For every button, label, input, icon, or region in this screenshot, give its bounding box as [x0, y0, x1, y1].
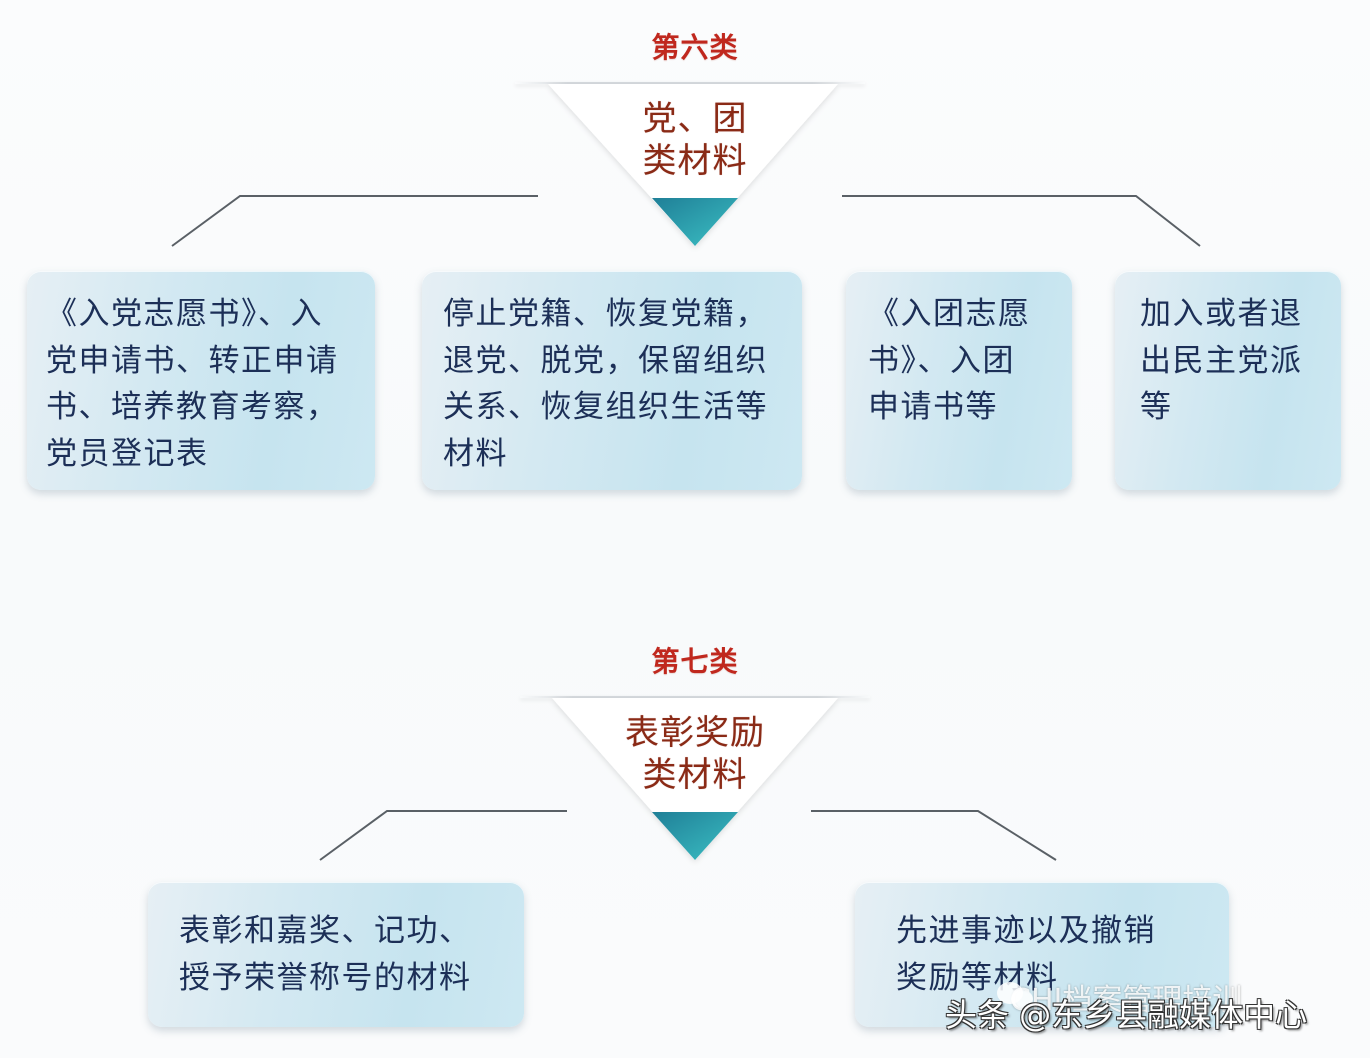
card-text: 《入团志愿 书》、入团 申请书等 [868, 296, 1031, 425]
watermark-text: 头条 @东乡县融媒体中心 [945, 996, 1308, 1034]
material-card: 先进事迹以及撤销 奖励等材料 [855, 882, 1229, 1027]
funnel-title-line: 类材料 [642, 141, 748, 181]
category-label: 第七类 [651, 645, 739, 678]
material-card: 停止党籍、恢复党籍， 退党、脱党，保留组织 关系、恢复组织生活等 材料 [422, 271, 802, 490]
material-card: 《入团志愿 书》、入团 申请书等 [846, 271, 1072, 490]
connector-lines [0, 0, 1370, 260]
funnel-title-line: 表彰奖励 [625, 713, 765, 753]
funnel-shape [548, 84, 838, 254]
material-card: 表彰和嘉奖、记功、 授予荣誉称号的材料 [148, 882, 524, 1027]
card-text: 《入党志愿书》、入 党申请书、转正申请 书、培养教育考察， 党员登记表 [46, 296, 339, 472]
category-label: 第六类 [651, 31, 739, 64]
funnel-shape [552, 698, 838, 863]
material-card: 加入或者退 出民主党派 等 [1115, 271, 1341, 490]
banner-divider [520, 696, 870, 698]
card-text: 停止党籍、恢复党籍， 退党、脱党，保留组织 关系、恢复组织生活等 材料 [443, 296, 768, 472]
funnel-title-line: 党、团 [642, 99, 748, 139]
funnel-title-line: 类材料 [642, 755, 748, 795]
funnel-title: 表彰奖励 类材料 [545, 712, 845, 796]
card-text: 先进事迹以及撤销 奖励等材料 [896, 913, 1156, 996]
wechat-icon [995, 980, 1035, 1012]
material-card: 《入党志愿书》、入 党申请书、转正申请 书、培养教育考察， 党员登记表 [27, 271, 375, 490]
watermark-ghost-text: CHI档案管理培训 [1010, 983, 1243, 1018]
funnel-title: 党、团 类材料 [545, 98, 845, 182]
card-text: 表彰和嘉奖、记功、 授予荣誉称号的材料 [179, 913, 472, 996]
card-text: 加入或者退 出民主党派 等 [1140, 296, 1303, 425]
banner-divider [515, 82, 865, 84]
